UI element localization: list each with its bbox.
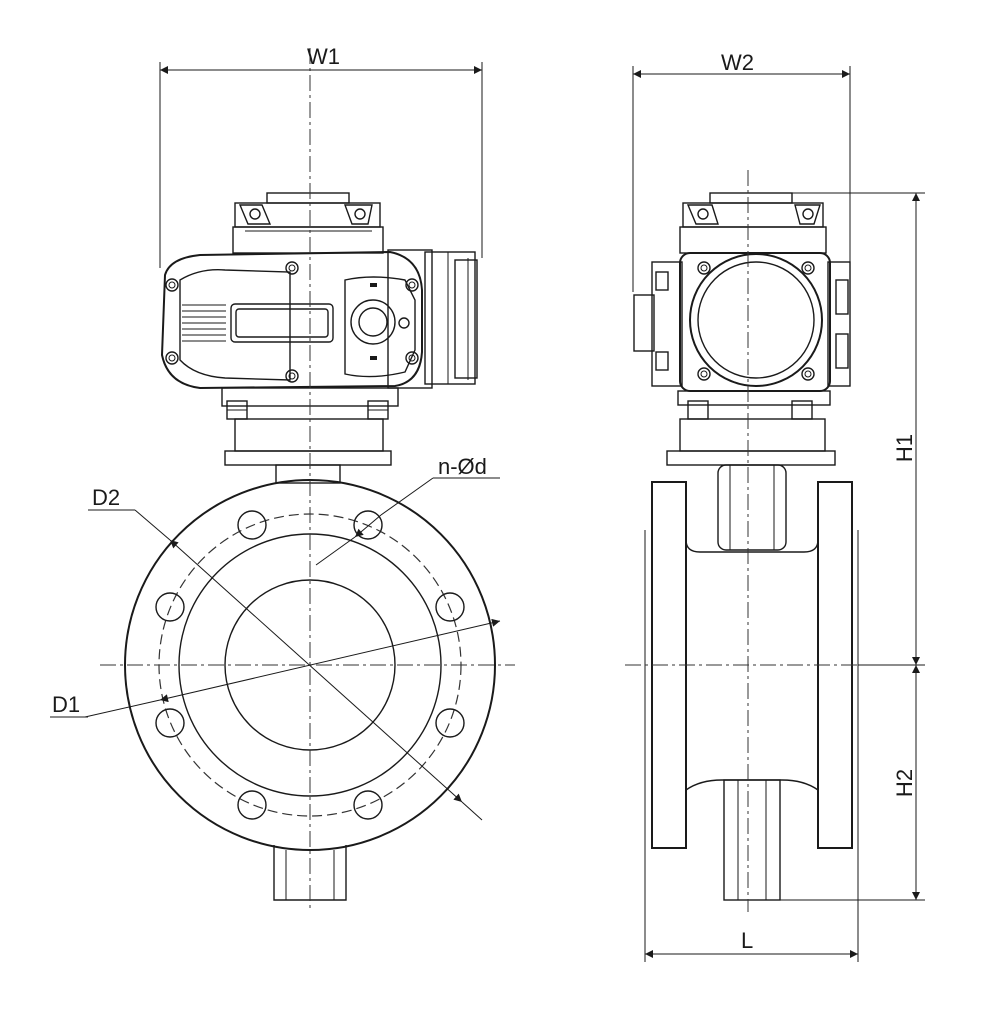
w2-label: W2 (721, 50, 754, 75)
side-screw-heads (697, 261, 815, 381)
d2-dimension: D2 (88, 485, 483, 821)
d1-dimension: D1 (50, 618, 501, 718)
h2-label: H2 (892, 769, 917, 797)
w1-dimension: W1 (159, 44, 483, 268)
l-label: L (741, 928, 753, 953)
bolt-hole-callout: n-Ød (315, 454, 500, 566)
w2-dimension: W2 (632, 50, 851, 292)
selector-knob (350, 299, 396, 345)
side-bracket (666, 390, 836, 466)
h-dimensions: H1 H2 (780, 192, 925, 901)
bolt-hole-label: n-Ød (438, 454, 487, 479)
l-dimension: L (644, 800, 859, 962)
w1-label: W1 (307, 44, 340, 69)
side-actuator-top (679, 192, 827, 254)
h1-label: H1 (892, 434, 917, 462)
side-valve-body (644, 464, 859, 901)
side-view: W2 H1 H2 L (625, 50, 925, 962)
actuator-body (160, 249, 478, 390)
screw-heads (165, 261, 419, 383)
d2-label: D2 (92, 485, 120, 510)
actuator-top-housing (232, 192, 384, 254)
vent-grill (182, 304, 226, 342)
side-actuator-body (633, 252, 851, 392)
d1-label: D1 (52, 692, 80, 717)
front-view: D1 D2 n-Ød W1 (50, 44, 515, 910)
